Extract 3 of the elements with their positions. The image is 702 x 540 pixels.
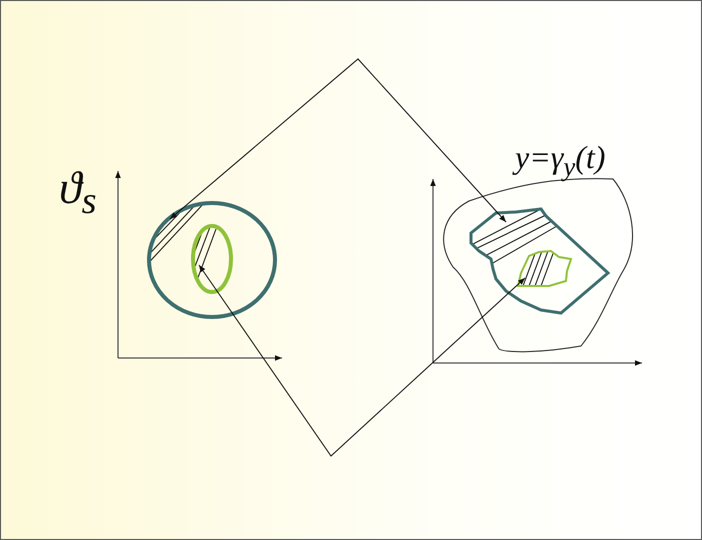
mapping-arrow [170,58,506,222]
variable-label: ϑ$_{s}$ [59,161,96,224]
mapping-arrow [198,264,526,457]
